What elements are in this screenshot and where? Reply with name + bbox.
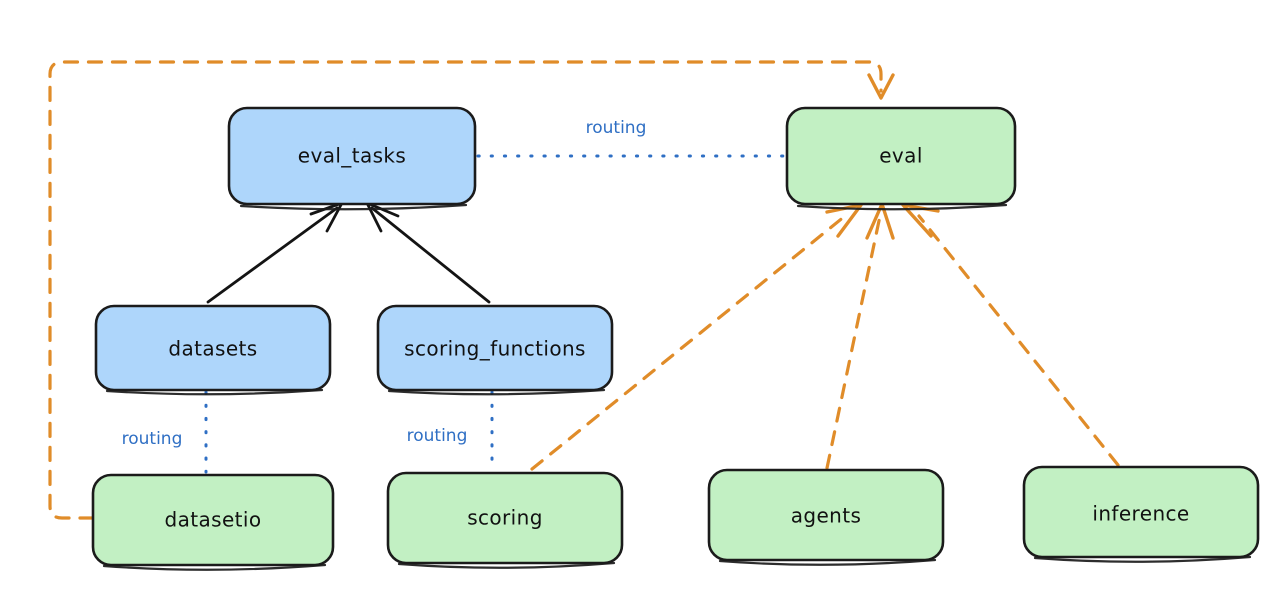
arrow-head-icon [867, 73, 895, 100]
edge-scoring_functions-to-eval_tasks [365, 201, 491, 304]
node-body [785, 106, 1017, 206]
node-label-datasetio: datasetio [164, 508, 261, 532]
node-shadow [239, 203, 468, 211]
node-eval[interactable]: eval [785, 106, 1017, 211]
edge-label-routing-datasetio: routing [122, 429, 183, 449]
node-label-eval_tasks: eval_tasks [298, 144, 406, 168]
node-label-eval: eval [879, 144, 923, 168]
node-shadow [102, 563, 327, 571]
node-scoring_functions[interactable]: scoring_functions [376, 304, 614, 396]
node-datasetio[interactable]: datasetio [91, 473, 335, 571]
node-body [91, 473, 335, 567]
edge-path [206, 206, 339, 304]
node-body [386, 471, 624, 565]
edge-inference-to-eval [901, 203, 1120, 467]
edge-scoring_functions-to-scoring: routing [407, 390, 494, 472]
node-shadow [105, 388, 324, 396]
edge-label-routing-eval: routing [586, 118, 647, 138]
edge-label-routing-scoring: routing [407, 426, 468, 446]
edge-agents-to-eval [825, 202, 895, 470]
node-body [376, 304, 614, 392]
node-shadow [718, 558, 937, 566]
node-label-scoring: scoring [467, 506, 543, 530]
node-label-agents: agents [791, 504, 862, 528]
edge-datasetio-to-eval [48, 60, 895, 520]
node-scoring[interactable]: scoring [386, 471, 624, 569]
node-shadow [397, 561, 616, 569]
node-shadow [796, 203, 1008, 211]
edge-path [825, 214, 882, 470]
node-shadow [387, 388, 606, 396]
node-label-scoring_functions: scoring_functions [404, 337, 586, 361]
node-body [1022, 465, 1260, 559]
edge-eval_tasks-to-eval: routing [476, 118, 786, 158]
node-datasets[interactable]: datasets [94, 304, 332, 396]
node-label-inference: inference [1092, 502, 1189, 526]
edge-path [370, 206, 491, 304]
edge-datasets-to-eval_tasks [206, 201, 344, 304]
node-agents[interactable]: agents [707, 468, 945, 566]
edge-datasets-to-datasetio: routing [122, 390, 208, 474]
node-body [707, 468, 945, 562]
edge-path [917, 214, 1120, 467]
edge-path [48, 60, 883, 520]
node-eval_tasks[interactable]: eval_tasks [227, 106, 477, 211]
node-inference[interactable]: inference [1022, 465, 1260, 563]
edge-path [530, 214, 847, 471]
node-body [94, 304, 332, 392]
node-body [227, 106, 477, 206]
node-label-datasets: datasets [168, 337, 257, 361]
node-shadow [1033, 555, 1252, 563]
